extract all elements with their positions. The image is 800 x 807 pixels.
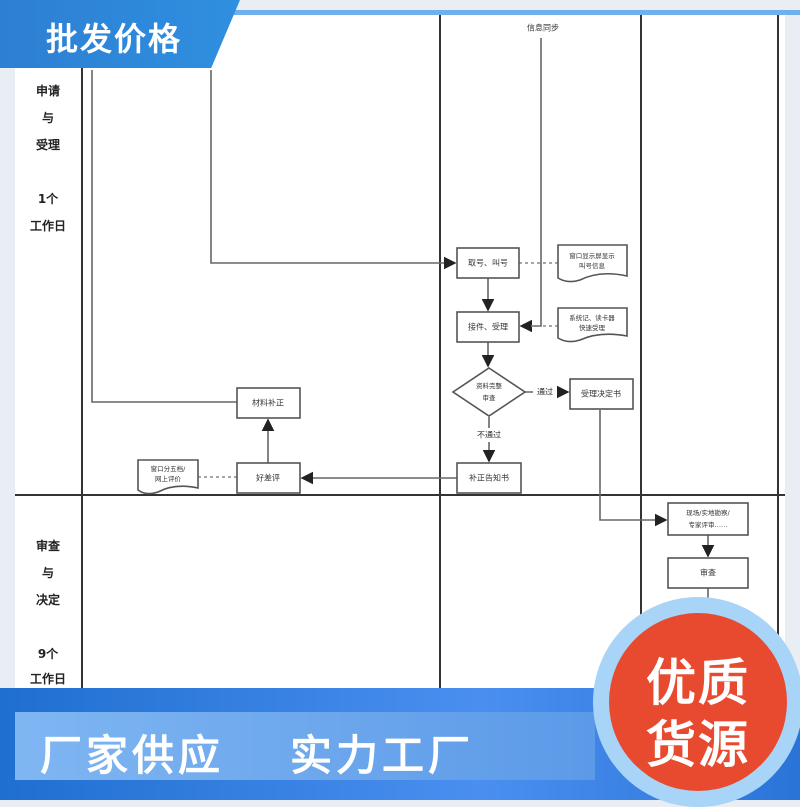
svg-text:受理决定书: 受理决定书 <box>581 389 621 399</box>
svg-text:9个: 9个 <box>38 646 59 661</box>
svg-text:接件、受理: 接件、受理 <box>468 322 508 332</box>
quality-badge-inner: 优质 货源 <box>609 613 787 791</box>
svg-text:工作日: 工作日 <box>30 218 66 233</box>
svg-text:网上评价: 网上评价 <box>155 474 182 483</box>
svg-text:审查: 审查 <box>483 393 497 402</box>
svg-text:与: 与 <box>42 566 54 580</box>
badge-line2: 货源 <box>646 716 750 774</box>
review-diamond: 资料完整 审查 <box>451 367 527 417</box>
svg-text:受理: 受理 <box>36 137 60 152</box>
svg-text:取号、叫号: 取号、叫号 <box>468 258 508 268</box>
svg-text:好差评: 好差评 <box>256 473 280 483</box>
svg-text:材料补正: 材料补正 <box>252 398 284 408</box>
screen-doc-node: 窗口显示屏显示 叫号信息 <box>557 244 628 283</box>
quality-badge: 优质 货源 <box>593 597 800 807</box>
material-correction-node: 材料补正 <box>236 387 301 419</box>
sync-label: 信息同步 <box>527 23 559 33</box>
examine-node: 审查 <box>667 557 749 589</box>
price-banner-title: 批发价格 <box>46 20 183 58</box>
inspection-node: 现场/实地勘察/ 专家评审…… <box>667 502 749 536</box>
header-accent-bar <box>225 10 800 15</box>
rating-doc-node: 窗口分五档/ 网上评价 <box>137 459 199 495</box>
svg-text:快速受理: 快速受理 <box>579 323 606 332</box>
svg-text:专家评审……: 专家评审…… <box>689 520 728 529</box>
svg-text:窗口显示屏显示: 窗口显示屏显示 <box>569 251 615 260</box>
price-banner: 批发价格 <box>0 0 240 68</box>
badge-line1: 优质 <box>646 654 750 712</box>
svg-text:窗口分五档/: 窗口分五档/ <box>151 464 187 473</box>
pass-label: 通过 <box>537 387 553 397</box>
bottom-banner-strip <box>15 712 595 780</box>
svg-text:决定: 决定 <box>36 592 60 607</box>
decision-node: 受理决定书 <box>569 378 634 410</box>
svg-text:1个: 1个 <box>38 191 59 206</box>
fail-label: 不通过 <box>477 430 501 440</box>
svg-text:申请: 申请 <box>36 83 60 98</box>
svg-text:叫号信息: 叫号信息 <box>579 261 606 270</box>
diagram-background <box>15 12 785 692</box>
svg-text:系统记、读卡器: 系统记、读卡器 <box>569 313 615 322</box>
stage1-label: 申请 与 受理 1个 工作日 <box>30 83 66 233</box>
rating-node: 好差评 <box>236 462 301 494</box>
svg-text:审查: 审查 <box>36 538 61 553</box>
factory-supply-text: 厂家供应 <box>40 731 225 780</box>
svg-text:现场/实地勘察/: 现场/实地勘察/ <box>686 508 730 517</box>
strong-factory-text: 实力工厂 <box>290 731 475 780</box>
accept-node: 接件、受理 <box>456 311 520 343</box>
svg-text:与: 与 <box>42 111 54 125</box>
take-number-node: 取号、叫号 <box>456 247 520 279</box>
svg-text:补正告知书: 补正告知书 <box>469 473 509 483</box>
bottom-banner-text: 厂家供应 实力工厂 <box>0 688 800 800</box>
card-doc-node: 系统记、读卡器 快速受理 <box>557 307 628 343</box>
svg-text:审查: 审查 <box>700 568 716 578</box>
lane-lines <box>15 12 785 692</box>
svg-text:资料完整: 资料完整 <box>476 381 503 390</box>
stage2-label: 审查 与 决定 9个 工作日 <box>30 538 66 686</box>
svg-text:工作日: 工作日 <box>30 671 66 686</box>
correction-notice-node: 补正告知书 <box>456 462 522 494</box>
connectors <box>91 38 715 605</box>
